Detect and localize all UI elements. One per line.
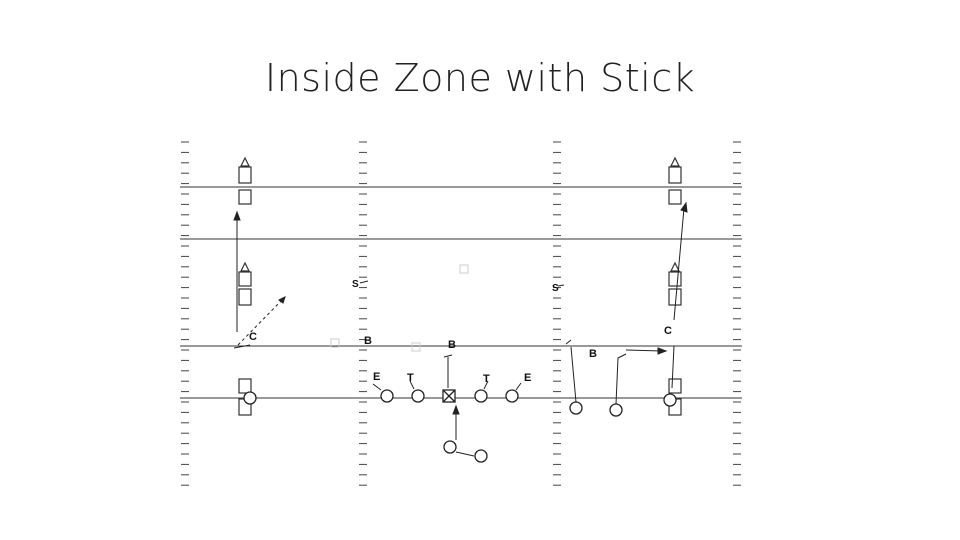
route-line	[455, 451, 475, 457]
end-right-label: E	[524, 372, 531, 384]
yard-number-right-top	[668, 189, 682, 205]
yard-number-right-top	[668, 166, 682, 184]
routes	[233, 201, 688, 457]
defense: S S C C B B B E E T T	[249, 279, 672, 385]
faint-marker	[330, 338, 340, 348]
tackle-right-label: T	[483, 373, 490, 385]
linebacker-mid-label: B	[448, 339, 456, 351]
block-line	[515, 382, 522, 391]
arrow-head-icon	[657, 347, 668, 355]
center-mark	[442, 389, 456, 403]
route-line	[565, 339, 572, 345]
running-back	[474, 449, 488, 463]
route-line	[570, 346, 577, 403]
receiver-left	[243, 391, 257, 405]
arrow-head-icon	[278, 296, 286, 304]
left-tackle	[380, 389, 394, 403]
slide-title: Inside Zone with Stick	[264, 56, 696, 100]
safety-right-label: S	[552, 283, 559, 294]
arrow-head-icon	[680, 201, 688, 213]
slot-receiver	[609, 403, 623, 417]
block-line	[483, 380, 489, 390]
direction-arrow-icon	[670, 156, 680, 167]
hash-marks	[181, 141, 741, 486]
faint-markers	[330, 264, 469, 352]
yard-number-right-mid	[668, 288, 682, 306]
route-line	[237, 299, 283, 346]
route-line	[233, 344, 251, 349]
faint-marker	[411, 342, 421, 352]
corner-right-label: C	[664, 325, 672, 337]
yard-number-left-top	[238, 166, 252, 184]
receiver-right	[663, 393, 677, 407]
yard-number-right-bottom	[668, 378, 682, 394]
route-line	[671, 345, 675, 389]
yard-number-right-mid	[668, 271, 682, 287]
route-line	[673, 207, 685, 321]
right-tackle	[505, 389, 519, 403]
yard-number-left-mid	[238, 288, 252, 306]
offense	[243, 389, 677, 463]
block-line	[443, 354, 453, 358]
block-line	[409, 380, 415, 390]
linebacker-left-label: B	[364, 335, 372, 347]
safety-right-mark	[557, 284, 565, 287]
arrow-head-icon	[452, 404, 460, 415]
block-line	[372, 383, 382, 391]
faint-marker	[459, 264, 469, 274]
yard-number-left-top	[238, 189, 252, 205]
route-line	[625, 349, 663, 352]
right-guard	[474, 389, 488, 403]
safety-left-mark	[359, 280, 369, 284]
yard-lines	[180, 186, 742, 399]
direction-arrow-icon	[670, 261, 680, 272]
corner-left-label: C	[249, 331, 257, 343]
linebacker-right-label: B	[589, 348, 597, 360]
yard-numbers	[238, 156, 682, 416]
direction-arrow-icon	[240, 261, 250, 272]
arrow-head-icon	[233, 210, 241, 221]
left-guard	[411, 389, 425, 403]
direction-arrow-icon	[240, 156, 250, 167]
end-left-label: E	[373, 371, 380, 383]
yard-number-left-mid	[238, 271, 252, 287]
route-line	[615, 353, 627, 405]
tackle-left-label: T	[407, 372, 414, 384]
tight-end	[569, 401, 583, 415]
yard-number-left-bottom	[238, 378, 252, 394]
safety-left-label: S	[352, 279, 359, 290]
quarterback	[443, 440, 457, 454]
